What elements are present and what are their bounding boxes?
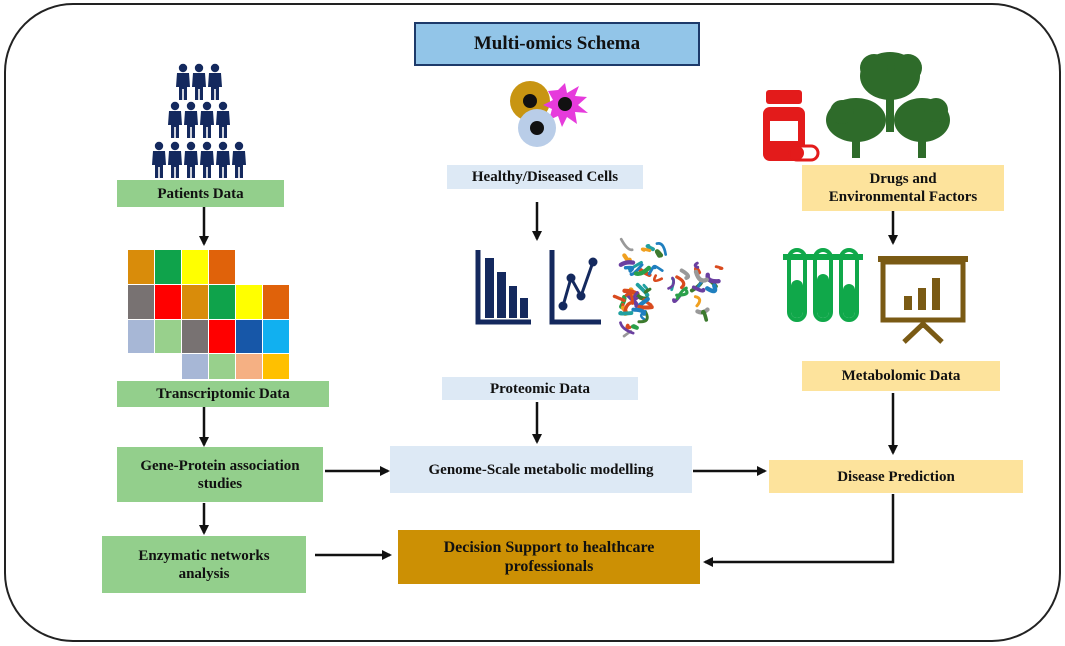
heatmap-cell — [209, 354, 235, 379]
heatmap-cell — [209, 285, 235, 319]
protein-ribbon — [625, 292, 639, 308]
enzymatic-networks-box: Enzymatic networks analysis — [102, 536, 306, 593]
protein-ribbon — [693, 269, 709, 283]
heatmap-cell — [155, 320, 181, 353]
person-figure — [168, 101, 182, 138]
protein-ribbon — [675, 286, 688, 300]
heatmap-cell — [236, 320, 262, 353]
protein-ribbon — [679, 268, 691, 280]
heatmap-cell — [263, 320, 289, 353]
protein-ribbon — [633, 265, 651, 276]
protein-ribbon — [640, 247, 652, 253]
bar-chart-icon — [475, 250, 531, 325]
heatmap-cell — [182, 250, 208, 284]
protein-ribbon — [630, 324, 639, 330]
healthy-diseased-cells-box: Healthy/Diseased Cells — [447, 165, 643, 189]
protein-ribbon — [637, 311, 649, 324]
presentation-board-icon — [878, 256, 968, 344]
trees-icon — [826, 52, 950, 158]
disease-prediction-box: Disease Prediction — [769, 460, 1023, 493]
heatmap-cell — [182, 285, 208, 319]
patients-data-box: Patients Data — [117, 180, 284, 207]
protein-ribbon — [675, 289, 689, 297]
protein-ribbon — [618, 260, 636, 267]
protein-ribbon — [642, 283, 649, 290]
person-figure — [168, 141, 182, 178]
person-figure — [232, 141, 246, 178]
heatmap-cell — [209, 320, 235, 353]
protein-ribbon — [638, 296, 650, 307]
heatmap-cell — [128, 285, 154, 319]
drugs-environmental-box: Drugs and Environmental Factors — [802, 165, 1004, 211]
cells-icon — [510, 81, 588, 147]
protein-ribbon — [618, 310, 634, 316]
heatmap-cell — [236, 285, 262, 319]
line-chart-icon — [549, 250, 601, 325]
person-figure — [176, 63, 190, 100]
protein-ribbon — [714, 265, 724, 270]
protein-ribbon — [624, 292, 635, 305]
transcriptomic-heatmap-icon — [128, 250, 289, 379]
heatmap-cell — [128, 320, 154, 353]
heatmap-cell — [155, 285, 181, 319]
gene-protein-association-box: Gene-Protein association studies — [117, 447, 323, 502]
protein-ribbon — [612, 294, 626, 302]
person-figure — [192, 63, 206, 100]
protein-ribbon — [654, 249, 664, 258]
protein-ribbon — [693, 261, 700, 269]
protein-ribbon — [645, 244, 655, 252]
heatmap-cell — [236, 354, 262, 379]
heatmap-cell — [263, 285, 289, 319]
heatmap-cell — [182, 354, 208, 379]
protein-ribbon — [675, 275, 686, 290]
protein-ribbon — [619, 321, 635, 335]
person-figure — [216, 101, 230, 138]
protein-ribbon — [631, 307, 647, 316]
heatmap-cell — [182, 320, 208, 353]
person-figure — [216, 141, 230, 178]
protein-ribbon — [705, 272, 721, 284]
protein-ribbon — [625, 323, 632, 330]
protein-structure-icon — [612, 237, 724, 338]
person-figure — [152, 141, 166, 178]
protein-ribbon — [619, 237, 634, 252]
person-figure — [184, 101, 198, 138]
medicine-bottle-icon — [763, 90, 820, 162]
protein-ribbon — [623, 265, 635, 273]
people-pyramid-icon — [152, 63, 246, 178]
heatmap-cell — [155, 250, 181, 284]
arrow-disease-to-decision — [703, 494, 895, 567]
decision-support-box: Decision Support to healthcare professio… — [398, 530, 700, 584]
metabolomic-data-box: Metabolomic Data — [802, 361, 1000, 391]
person-figure — [200, 101, 214, 138]
protein-ribbon — [691, 285, 706, 293]
person-figure — [184, 141, 198, 178]
protein-ribbon — [623, 300, 634, 314]
protein-ribbon — [667, 276, 675, 290]
protein-ribbon — [693, 295, 702, 308]
protein-ribbon — [643, 287, 652, 294]
genome-scale-modelling-box: Genome-Scale metabolic modelling — [390, 446, 692, 493]
person-figure — [208, 63, 222, 100]
person-figure — [200, 141, 214, 178]
test-tubes-icon — [783, 248, 863, 322]
protein-ribbon — [700, 309, 709, 322]
transcriptomic-data-box: Transcriptomic Data — [117, 381, 329, 407]
diagram-title: Multi-omics Schema — [414, 22, 700, 66]
heatmap-cell — [128, 250, 154, 284]
protein-ribbon — [653, 274, 664, 283]
protein-ribbon — [653, 264, 664, 272]
heatmap-cell — [209, 250, 235, 284]
heatmap-cell — [263, 354, 289, 379]
protein-ribbon — [705, 283, 718, 294]
proteomic-data-box: Proteomic Data — [442, 377, 638, 400]
protein-ribbon — [655, 241, 668, 256]
